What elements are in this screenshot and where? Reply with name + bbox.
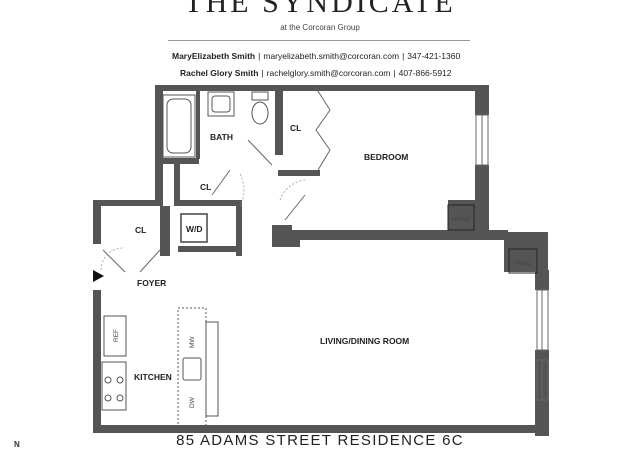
agent-name: Rachel Glory Smith [180, 68, 259, 78]
wall [275, 85, 283, 155]
burner [116, 394, 124, 402]
wall [93, 290, 101, 432]
address-title: 85 ADAMS STREET RESIDENCE 6C [176, 432, 464, 449]
agent-email[interactable]: maryelizabeth.smith@corcoran.com [263, 51, 400, 61]
header-divider [168, 40, 470, 41]
hvac-label: HVAC [452, 216, 470, 223]
kitchen-sink [182, 357, 202, 381]
door-swing [239, 173, 245, 207]
bedroom-door [284, 194, 306, 221]
wall [278, 170, 320, 176]
agent-name: MaryElizabeth Smith [172, 51, 256, 61]
sink-basin [211, 95, 231, 113]
wall [174, 160, 180, 206]
burner [104, 394, 112, 402]
foyer-closet-door [139, 249, 161, 273]
brand-subtitle: at the Corcoran Group [280, 23, 360, 32]
wall [155, 85, 285, 91]
room-label-living: LIVING/DINING ROOM [320, 336, 409, 346]
agent-phone[interactable]: 347-421-1360 [407, 51, 461, 61]
counter-edge [205, 321, 219, 417]
room-label-bath: BATH [210, 132, 233, 142]
compass-north-icon: N [14, 440, 20, 449]
room-label-kitchen: KITCHEN [134, 372, 172, 382]
windows [475, 114, 549, 401]
wall [196, 91, 200, 159]
wall [178, 200, 240, 206]
entry-arrow-icon [93, 270, 104, 282]
room-label-washer-dryer: W/D [186, 224, 203, 234]
stove [101, 361, 127, 411]
refrigerator [103, 315, 127, 357]
bath-fixtures [162, 91, 269, 158]
microwave-label: MW [189, 336, 196, 348]
agent-line-1: MaryElizabeth Smith|maryelizabeth.smith@… [172, 51, 461, 61]
foyer-closet-door [102, 249, 126, 273]
room-label-foyer-closet: CL [135, 225, 146, 235]
refrigerator-label: REF [113, 329, 120, 342]
hvac-label: HVAC [514, 260, 532, 267]
hvac-unit [447, 204, 475, 231]
wall [178, 246, 242, 252]
wall [448, 230, 508, 240]
toilet-tank [251, 91, 269, 101]
wall [160, 206, 170, 256]
wall [283, 85, 488, 91]
toilet-bowl [251, 101, 269, 125]
agent-line-2: Rachel Glory Smith|rachelglory.smith@cor… [180, 68, 452, 78]
kitchen-counter [177, 307, 207, 427]
wall [93, 200, 101, 244]
door-swing [100, 247, 124, 271]
room-label-bedroom: BEDROOM [364, 152, 408, 162]
room-label-bedroom-closet: CL [290, 123, 301, 133]
wall [236, 200, 242, 256]
room-label-hall-closet: CL [200, 182, 211, 192]
wall [475, 165, 489, 235]
wall [93, 425, 549, 433]
walls [93, 85, 549, 436]
bath-door [247, 139, 273, 166]
burner [116, 376, 124, 384]
wall [475, 85, 489, 115]
hvac-unit [508, 248, 538, 274]
washer-dryer-box [180, 213, 208, 243]
wall [93, 200, 163, 206]
brand-title: THE SYNDICATE [184, 0, 456, 19]
room-label-foyer: FOYER [137, 278, 166, 288]
dishwasher-label: DW [189, 396, 196, 408]
bathtub-basin [166, 98, 192, 154]
wall [155, 160, 163, 206]
agent-email[interactable]: rachelglory.smith@corcoran.com [266, 68, 391, 78]
wall [155, 85, 163, 185]
closet-door [315, 87, 331, 171]
burner [104, 376, 112, 384]
wall [272, 200, 475, 247]
wall [504, 232, 548, 272]
closet-door [211, 169, 231, 196]
door-swings [100, 173, 306, 271]
sink [207, 91, 235, 117]
doors [102, 87, 331, 273]
wall [535, 270, 549, 290]
agent-phone[interactable]: 407-866-5912 [398, 68, 452, 78]
door-swing [279, 179, 306, 201]
kitchen-fixtures [101, 307, 219, 427]
bathtub [162, 94, 196, 158]
